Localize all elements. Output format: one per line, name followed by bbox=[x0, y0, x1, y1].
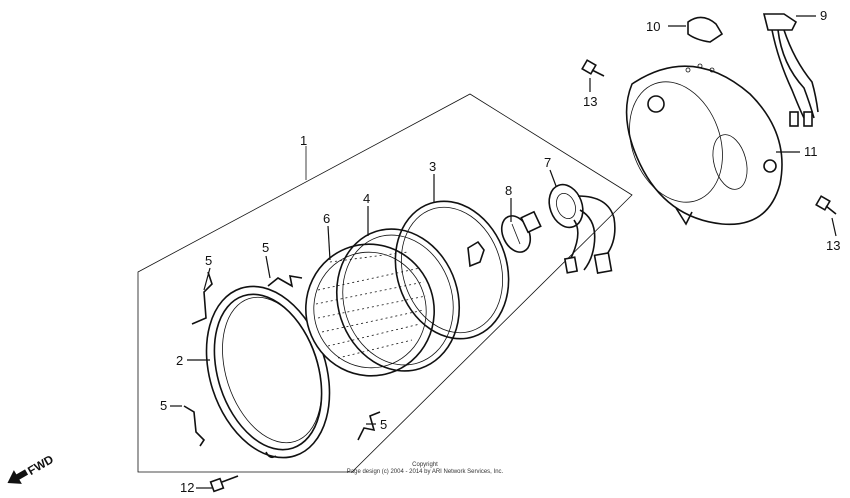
callout-13-lower: 13 bbox=[826, 238, 840, 253]
forward-direction-indicator: FWD bbox=[7, 452, 56, 484]
case-clip bbox=[687, 16, 724, 43]
callout-4: 4 bbox=[363, 191, 370, 206]
callout-11: 11 bbox=[804, 144, 818, 159]
spring-5b bbox=[267, 275, 303, 288]
headlight-case bbox=[625, 63, 783, 226]
callout-5-lower-mid: 5 bbox=[380, 417, 387, 432]
callout-3: 3 bbox=[429, 159, 436, 174]
forward-label: FWD bbox=[25, 452, 56, 478]
callout-7: 7 bbox=[544, 155, 551, 170]
bolt-13-lower bbox=[815, 195, 837, 215]
wiring-harness-grommet bbox=[762, 13, 819, 127]
callout-6: 6 bbox=[323, 211, 330, 226]
callout-8: 8 bbox=[505, 183, 512, 198]
callout-13-upper: 13 bbox=[583, 94, 597, 109]
headlight-bulb bbox=[500, 210, 542, 253]
headlight-lens bbox=[305, 243, 435, 377]
leader-lines bbox=[170, 15, 837, 489]
copyright-line-1: Copyright bbox=[412, 462, 438, 468]
callout-2: 2 bbox=[176, 353, 183, 368]
mounting-ring bbox=[394, 200, 510, 340]
spring-5a bbox=[191, 271, 213, 325]
callout-9: 9 bbox=[820, 8, 827, 23]
bolt-13-upper bbox=[581, 59, 605, 77]
callout-1: 1 bbox=[300, 133, 307, 148]
callout-10: 10 bbox=[646, 19, 660, 34]
copyright-line-2: Page design (c) 2004 - 2014 by ARI Netwo… bbox=[347, 469, 504, 475]
callout-12: 12 bbox=[180, 480, 194, 495]
forward-arrow-icon bbox=[7, 469, 29, 484]
callout-5-lower-left: 5 bbox=[160, 398, 167, 413]
lens-gasket bbox=[335, 228, 461, 372]
assembly-boundary bbox=[137, 93, 633, 473]
spring-5c bbox=[183, 405, 206, 447]
callout-5-upper-left: 5 bbox=[205, 253, 212, 268]
callout-5-upper-mid: 5 bbox=[262, 240, 269, 255]
bolt-12 bbox=[209, 475, 239, 493]
bulb-socket bbox=[548, 183, 616, 275]
spring-5d bbox=[357, 411, 381, 441]
